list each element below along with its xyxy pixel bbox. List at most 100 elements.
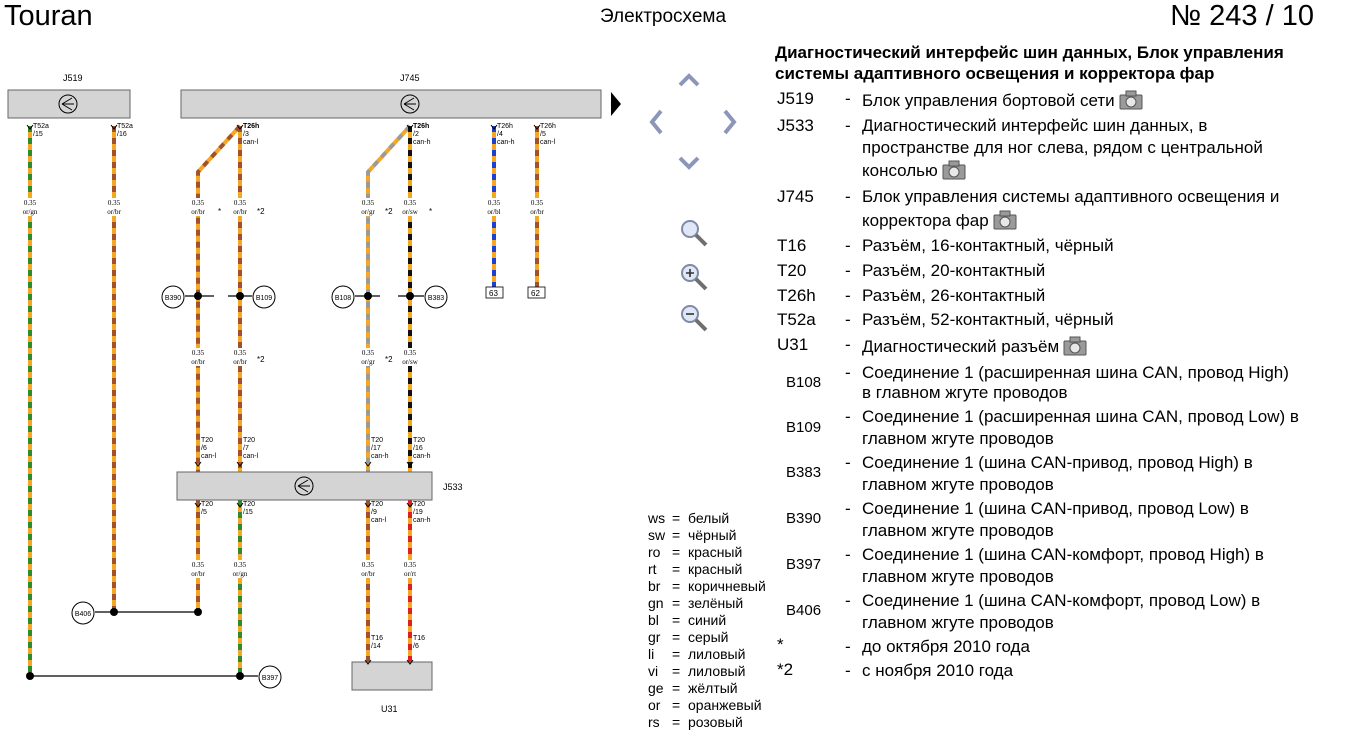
j519-label: J519 bbox=[63, 73, 83, 83]
color-key-eq: = bbox=[672, 646, 681, 662]
connection-node-b390[interactable]: B390 bbox=[161, 285, 202, 309]
pin-label: T16/14 bbox=[364, 635, 383, 665]
chevron-down-icon[interactable] bbox=[678, 155, 700, 171]
pin-arrow-icon bbox=[406, 124, 414, 130]
pin-number: /15 bbox=[243, 509, 253, 516]
pin-arrow-icon bbox=[533, 124, 541, 130]
ref-62: 62 bbox=[531, 289, 540, 298]
footnote-mark: *2 bbox=[385, 207, 393, 216]
pin-connector: T26h bbox=[413, 123, 429, 130]
wire-size: 0.35 bbox=[234, 199, 247, 207]
wire-color: or/gr bbox=[361, 208, 375, 216]
zoom-out-icon[interactable] bbox=[679, 303, 709, 333]
zoom-in-icon[interactable] bbox=[679, 262, 709, 292]
color-key-abbr: br bbox=[648, 578, 661, 594]
camera-icon[interactable] bbox=[1063, 336, 1087, 356]
legend-desc: главном жгуте проводов bbox=[862, 613, 1054, 632]
connection-node-b108[interactable]: B108 bbox=[331, 285, 372, 309]
color-key-abbr: ge bbox=[648, 680, 664, 696]
camera-icon[interactable] bbox=[993, 210, 1017, 230]
legend-dash: - bbox=[845, 286, 851, 305]
connection-node-b383[interactable]: B383 bbox=[406, 285, 448, 309]
color-key-abbr: or bbox=[648, 697, 661, 713]
u31-block bbox=[351, 661, 433, 691]
legend-dash: - bbox=[845, 335, 851, 354]
color-key-name: лиловый bbox=[688, 663, 746, 679]
pin-arrow-icon bbox=[364, 461, 372, 467]
wire-size: 0.35 bbox=[362, 199, 375, 207]
legend-desc: Разъём, 52-контактный, чёрный bbox=[862, 310, 1114, 329]
pin-signal: can-l bbox=[243, 453, 259, 460]
pin-connector: T20 bbox=[243, 437, 255, 444]
legend-code: T26h bbox=[777, 286, 816, 305]
wire-size: 0.35 bbox=[24, 199, 37, 207]
pin-number: /3 bbox=[243, 131, 249, 138]
legend-desc: консолью bbox=[862, 160, 966, 182]
ref-box-62[interactable] bbox=[527, 286, 546, 299]
pin-arrow-icon bbox=[194, 502, 202, 508]
connection-node-b109[interactable]: B109 bbox=[236, 285, 276, 309]
wire-or-gr bbox=[366, 124, 412, 472]
ref-box-63[interactable] bbox=[485, 286, 504, 299]
pin-signal: can-l bbox=[371, 517, 387, 524]
node-label: B109 bbox=[256, 295, 272, 302]
chevron-right-icon[interactable] bbox=[722, 109, 738, 135]
pin-arrow-icon bbox=[194, 461, 202, 467]
pin-arrow-icon bbox=[236, 124, 244, 130]
wire-color: or/br bbox=[191, 358, 205, 366]
wire-color: or/gr bbox=[361, 358, 375, 366]
pin-connector: T16 bbox=[371, 635, 383, 642]
legend-desc: Разъём, 26-контактный bbox=[862, 286, 1046, 305]
legend-desc: Разъём, 20-контактный bbox=[862, 261, 1046, 280]
legend-dash: - bbox=[845, 116, 851, 135]
pin-number: /5 bbox=[540, 131, 546, 138]
pin-number: /5 bbox=[201, 509, 207, 516]
color-key-eq: = bbox=[672, 510, 681, 526]
camera-icon[interactable] bbox=[942, 160, 966, 180]
wire-color: or/gn bbox=[233, 570, 248, 578]
wire-color: or/br bbox=[107, 208, 121, 216]
pin-connector: T16 bbox=[413, 635, 425, 642]
pin-connector: T20 bbox=[413, 437, 425, 444]
legend-desc: Диагностический интерфейс шин данных, в bbox=[862, 116, 1208, 135]
camera-icon[interactable] bbox=[1119, 90, 1143, 110]
pin-number: /15 bbox=[33, 131, 43, 138]
legend-desc: Соединение 1 (шина CAN-комфорт, провод H… bbox=[862, 545, 1264, 564]
chevron-left-icon[interactable] bbox=[648, 109, 664, 135]
wire-size: 0.35 bbox=[192, 199, 205, 207]
color-key-name: красный bbox=[688, 544, 743, 560]
color-key-name: розовый bbox=[688, 714, 743, 730]
legend-dash: - bbox=[845, 661, 851, 680]
legend-dash: - bbox=[845, 310, 851, 329]
pin-signal: can-l bbox=[540, 139, 556, 146]
magnifier-icon[interactable] bbox=[679, 218, 709, 248]
footnote-mark: * bbox=[429, 207, 432, 216]
pin-number: /2 bbox=[413, 131, 419, 138]
wire-size: 0.35 bbox=[404, 561, 417, 569]
color-key-eq: = bbox=[672, 595, 681, 611]
pin-arrow-icon bbox=[406, 461, 414, 467]
legend-desc: в главном жгуте проводов bbox=[862, 383, 1068, 402]
wire-size: 0.35 bbox=[234, 561, 247, 569]
next-page-arrow-icon[interactable] bbox=[611, 92, 621, 116]
pin-connector: T20 bbox=[243, 501, 255, 508]
wire-or-br bbox=[196, 124, 242, 472]
wire-size: 0.35 bbox=[488, 199, 501, 207]
wire-color: or/br bbox=[191, 570, 205, 578]
connection-node-b406[interactable]: B406 bbox=[71, 601, 202, 625]
footnote-mark: *2 bbox=[385, 355, 393, 364]
wire-color: or/br bbox=[530, 208, 544, 216]
color-key-eq: = bbox=[672, 680, 681, 696]
node-label: B383 bbox=[428, 295, 444, 302]
connection-node-b397[interactable]: B397 bbox=[236, 665, 282, 689]
pin-arrow-icon bbox=[236, 461, 244, 467]
footnote-mark: * bbox=[218, 207, 221, 216]
color-key-name: синий bbox=[688, 612, 727, 628]
chevron-up-icon[interactable] bbox=[678, 72, 700, 88]
